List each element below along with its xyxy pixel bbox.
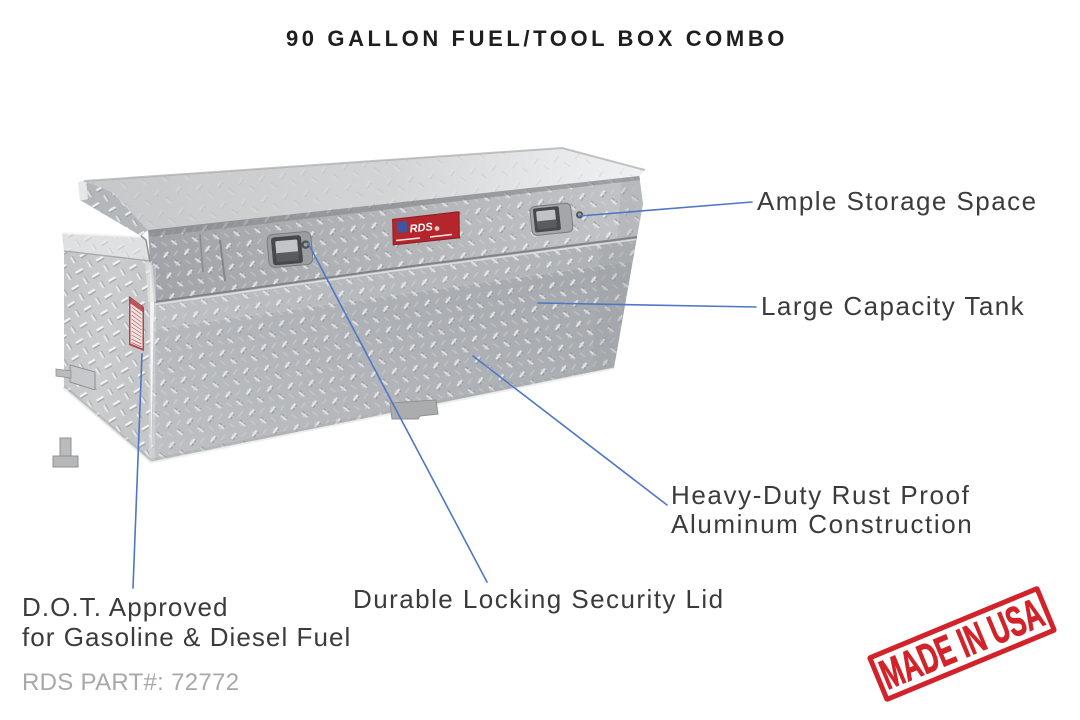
svg-text:RDS: RDS bbox=[409, 221, 434, 235]
